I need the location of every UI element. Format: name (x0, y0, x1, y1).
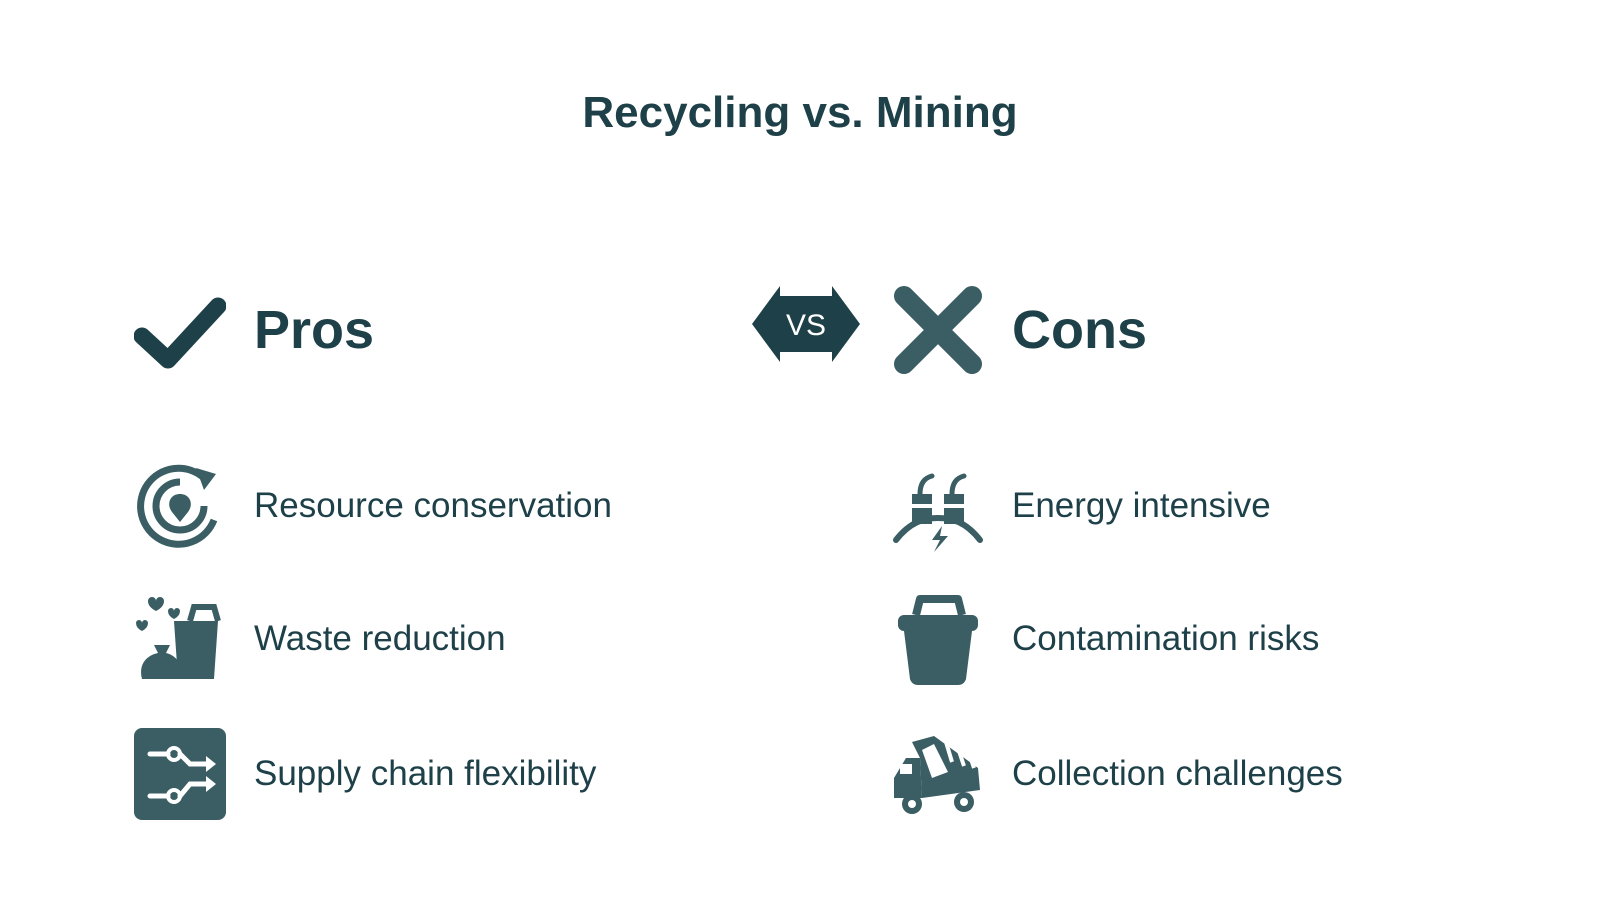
vs-label: VS (786, 309, 826, 342)
supply-chain-icon (134, 728, 226, 820)
cons-header: Cons (892, 284, 1147, 376)
pros-header: Pros (134, 284, 374, 376)
pros-item-waste-reduction: Waste reduction (134, 593, 506, 685)
pros-item-resource-conservation: Resource conservation (134, 460, 612, 552)
cons-item-energy-intensive: Energy intensive (892, 460, 1271, 552)
resource-cycle-icon (134, 460, 226, 552)
pros-item-label: Resource conservation (254, 486, 612, 525)
bucket-icon (892, 593, 984, 685)
pros-item-supply-chain-flexibility: Supply chain flexibility (134, 728, 596, 820)
pros-item-label: Supply chain flexibility (254, 754, 597, 793)
cons-item-label: Collection challenges (1012, 754, 1343, 793)
page-title: Recycling vs. Mining (582, 88, 1018, 137)
checkmark-icon (134, 284, 226, 376)
cons-item-label: Energy intensive (1012, 486, 1271, 525)
dump-truck-icon (892, 728, 984, 820)
vs-badge: VS (752, 284, 860, 364)
pros-label: Pros (254, 300, 375, 360)
waste-bags-icon (134, 593, 226, 685)
cons-item-label: Contamination risks (1012, 619, 1320, 658)
cross-icon (892, 284, 984, 376)
cons-label: Cons (1012, 300, 1147, 360)
cons-item-collection-challenges: Collection challenges (892, 728, 1343, 820)
pros-item-label: Waste reduction (254, 619, 506, 658)
factory-energy-icon (892, 460, 984, 552)
cons-item-contamination-risks: Contamination risks (892, 593, 1319, 685)
vs-double-arrow-icon: VS (752, 286, 860, 362)
